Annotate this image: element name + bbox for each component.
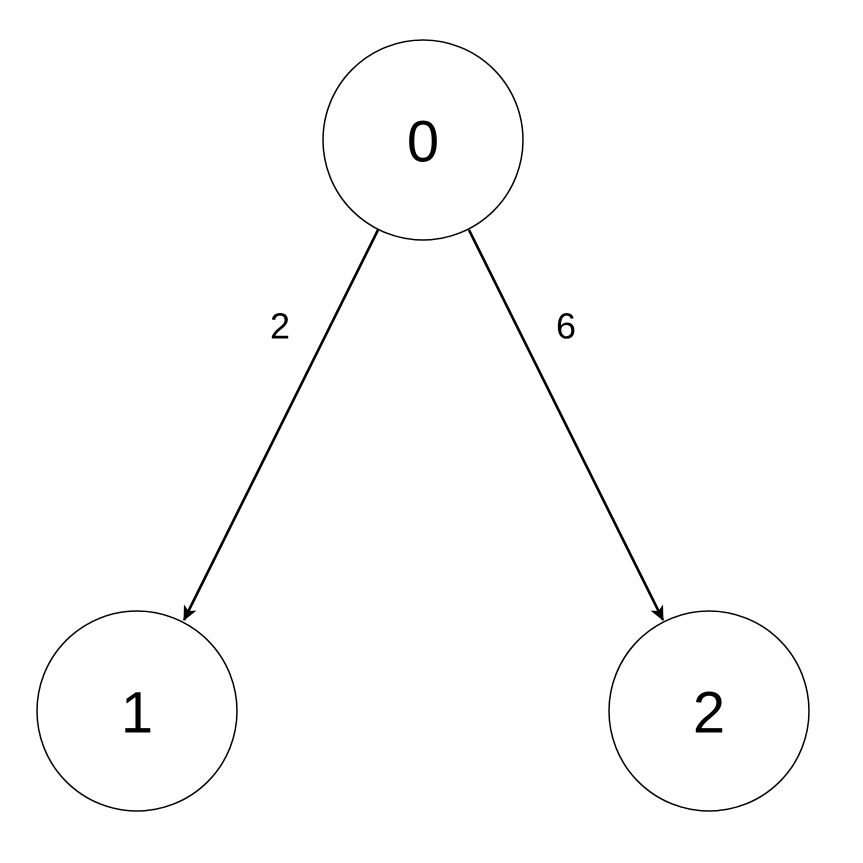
node-0: 0 xyxy=(322,39,524,241)
node-0-label: 0 xyxy=(407,110,439,175)
node-2-circle xyxy=(608,610,810,812)
edge-weight-0-2: 6 xyxy=(556,306,576,347)
node-2-label: 2 xyxy=(693,681,725,746)
node-0-circle xyxy=(322,39,524,241)
nodes-layer: 0 1 2 xyxy=(36,39,810,812)
node-1-circle xyxy=(36,610,238,812)
edge-0-2 xyxy=(467,229,665,621)
node-1: 1 xyxy=(36,610,238,812)
node-1-label: 1 xyxy=(121,681,153,746)
edges-layer: 2 6 xyxy=(182,229,665,621)
edge-weight-0-1: 2 xyxy=(270,306,290,347)
edge-0-1 xyxy=(182,229,380,621)
node-2: 2 xyxy=(608,610,810,812)
